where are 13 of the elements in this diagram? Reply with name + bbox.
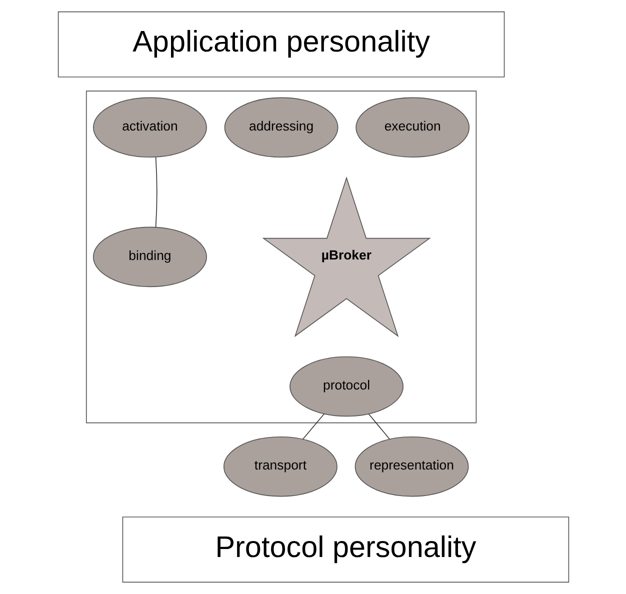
connector: [154, 156, 157, 228]
node-ellipse: binding: [92, 226, 206, 288]
connector: [302, 413, 324, 440]
node-ellipse: addressing: [224, 97, 338, 158]
cluster: [85, 90, 476, 424]
node-ellipse: protocol: [289, 356, 404, 417]
node-box: Protocol personality: [122, 516, 569, 583]
node-ellipse: transport: [222, 436, 337, 497]
node-box: Application personality: [57, 11, 504, 78]
node-ellipse: execution: [355, 97, 470, 158]
node-ellipse: representation: [354, 436, 468, 497]
connector: [368, 413, 390, 440]
node-ellipse: activation: [92, 97, 206, 158]
